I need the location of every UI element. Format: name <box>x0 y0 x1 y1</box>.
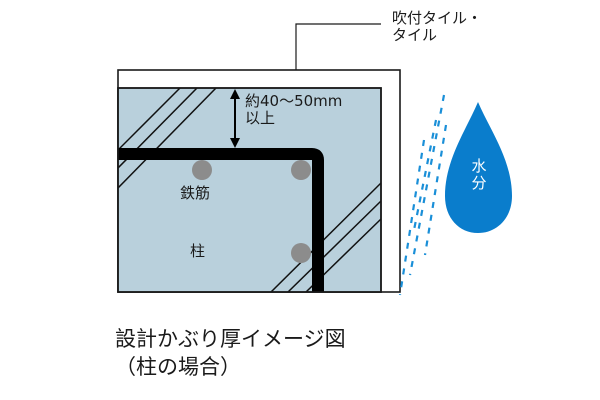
caption-title: 設計かぶり厚イメージ図 <box>115 327 346 351</box>
rebar-dot <box>192 160 212 180</box>
rebar-dot <box>291 243 311 263</box>
cover-thickness-value: 約40〜50mm <box>245 92 343 110</box>
cover-dimension-arrow-icon <box>230 89 240 148</box>
rebar-dot <box>291 160 311 180</box>
cover-thickness-label: 約40〜50mm 以上 <box>245 93 342 127</box>
diagram-caption: 設計かぶり厚イメージ図 （柱の場合） <box>115 325 346 381</box>
tile-label: 吹付タイル・ タイル <box>392 10 482 43</box>
tile-label-line1: 吹付タイル・ <box>392 9 483 27</box>
tile-label-line2: タイル <box>392 25 438 44</box>
rain-dashes <box>398 94 448 296</box>
water-label-line2: 分 <box>471 174 487 192</box>
water-label: 水 分 <box>470 158 488 192</box>
tile-leader-line <box>295 23 381 70</box>
water-drop-icon <box>445 102 512 233</box>
concrete-area <box>117 87 382 293</box>
caption-subtitle: （柱の場合） <box>115 355 241 379</box>
water-label-line1: 水 <box>471 157 487 175</box>
reinforcement-bar <box>118 148 324 292</box>
column-label: 柱 <box>190 242 206 260</box>
cover-thickness-qualifier: 以上 <box>245 109 276 127</box>
rebar-label: 鉄筋 <box>180 184 211 202</box>
